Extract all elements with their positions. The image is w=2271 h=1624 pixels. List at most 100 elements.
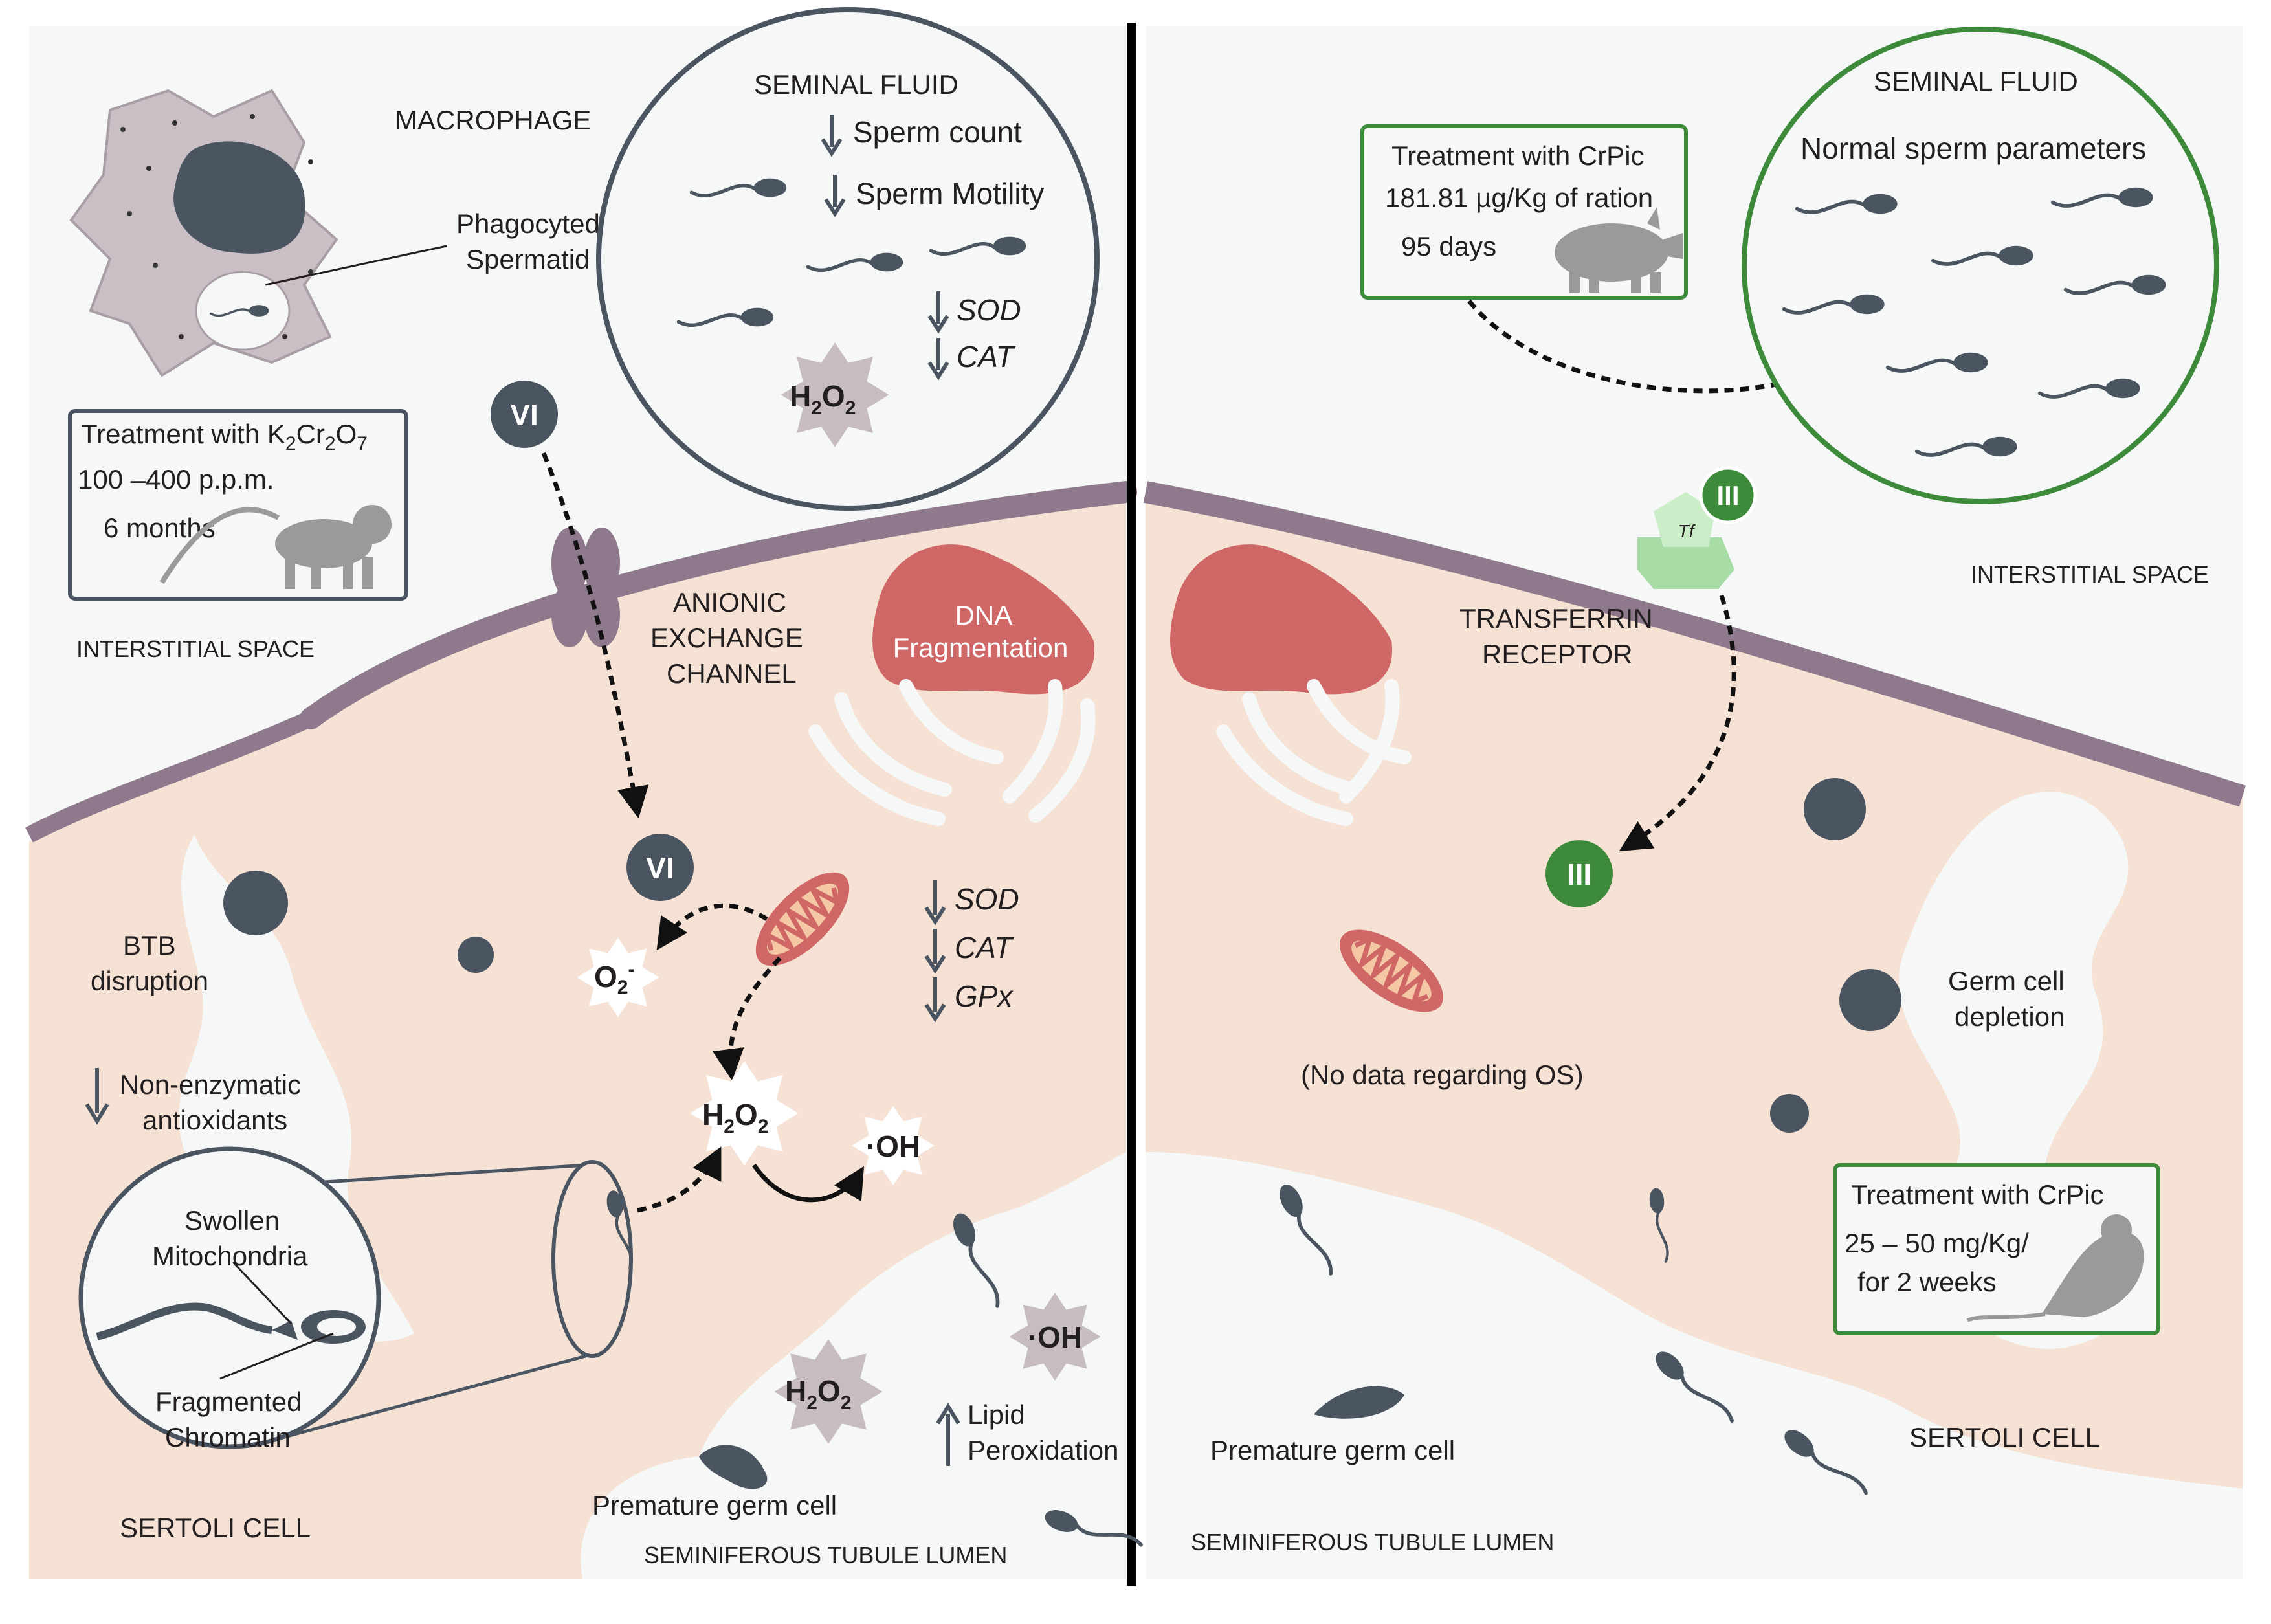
right-seminal-fluid-circle [1742, 27, 2219, 504]
tf-label: Tf [1678, 521, 1696, 541]
rat-treatment-line1: Treatment with CrPic [1851, 1179, 2104, 1210]
pig-treatment-line1: Treatment with CrPic [1391, 140, 1645, 171]
fragmented-pointer [219, 1332, 334, 1380]
zoom-source-ellipse [551, 1160, 633, 1358]
h2o2-center-label: H2O2 [702, 1098, 768, 1137]
k2cr2o7-treatment-line1: Treatment with K2Cr2O7 [81, 419, 368, 454]
anion-channel-label-3: CHANNEL [667, 658, 797, 689]
down-arrow-icon [927, 338, 949, 381]
right-premature-germ-label: Premature germ cell [1210, 1435, 1455, 1465]
down-arrow-icon [821, 115, 843, 157]
rat-icon [1966, 1214, 2144, 1322]
k2cr2o7-duration: 6 months [104, 513, 216, 543]
left-seminal-fluid-circle [596, 7, 1100, 511]
phagocyted-label-2: Spermatid [466, 244, 590, 274]
swollen-label-2: Mitochondria [152, 1241, 308, 1271]
right-nucleus-2 [1839, 969, 1901, 1031]
lumen-h2o2-label: H2O2 [785, 1374, 851, 1414]
right-lumen-label: SEMINIFEROUS TUBULE LUMEN [1191, 1529, 1554, 1555]
chromium-entry-arrow [541, 452, 649, 819]
transferrin-receptor-icon [1637, 492, 1734, 589]
down-arrow-icon [927, 291, 949, 334]
left-interstitial-space-label: INTERSTITIAL SPACE [76, 636, 315, 662]
anion-channel-label-1: ANIONIC [673, 587, 786, 617]
right-endoplasmic-reticulum [1216, 679, 1412, 826]
premature-germ-cell-icon [699, 1445, 768, 1489]
right-seminal-fluid-title: SEMINAL FLUID [1874, 66, 2078, 96]
phagosome [195, 271, 291, 351]
macrophage-label: MACROPHAGE [395, 105, 591, 135]
pig-treatment-line2: 181.81 µg/Kg of ration [1385, 183, 1653, 213]
right-cell-membrane [1143, 481, 2246, 807]
germ-depletion-label-2: depletion [1955, 1001, 2065, 1032]
normal-sperm-label: Normal sperm parameters [1800, 131, 2146, 165]
right-lumen [1146, 1152, 2243, 1579]
chromium-iii-intracellular-label: III [1567, 858, 1591, 891]
nonenzymatic-label-2: antioxidants [142, 1105, 287, 1135]
sperm-motility-label: Sperm Motility [856, 177, 1044, 210]
anion-channel-label-2: EXCHANGE [650, 623, 803, 653]
rat-treatment-line2: 25 – 50 mg/Kg/ [1844, 1228, 2029, 1258]
pig-treatment-line3: 95 days [1401, 231, 1496, 261]
phagocyted-label-1: Phagocyted [456, 208, 600, 239]
swollen-pointer [232, 1261, 293, 1325]
left-endoplasmic-reticulum [808, 679, 1096, 826]
chromium-vi-label: VI [510, 398, 538, 432]
chromium-vi-intracellular-label: VI [646, 851, 674, 885]
down-arrow-icon [924, 880, 946, 926]
phagocyted-pointer [265, 245, 447, 286]
lipid-label-2: Peroxidation [968, 1435, 1118, 1465]
rat-treatment-line3: for 2 weeks [1857, 1267, 1997, 1297]
damaged-sperm-icon [96, 1302, 366, 1344]
down-arrow-icon [924, 929, 946, 974]
right-interstitial-space-label: INTERSTITIAL SPACE [1971, 561, 2209, 588]
receptor-to-cell-arrow [1619, 594, 1736, 852]
down-arrow-icon [824, 175, 846, 217]
superoxide-label: O2- [594, 959, 634, 998]
right-nucleus-3 [1770, 1094, 1809, 1133]
right-sertoli-label: SERTOLI CELL [1909, 1422, 2100, 1452]
left-nucleus [223, 871, 288, 935]
nonenzymatic-label-1: Non-enzymatic [120, 1069, 301, 1100]
chromium-iii-intracellular-badge [1545, 840, 1613, 907]
hydroxyl-label: ·OH [866, 1129, 920, 1163]
inset-circle [78, 1146, 381, 1449]
sperm-to-h2o2-arrow [637, 1146, 722, 1213]
mito-to-superoxide-arrow [656, 903, 768, 951]
germ-depletion-label-1: Germ cell [1948, 966, 2065, 996]
left-dna-fragmentation-nucleus [872, 544, 1095, 695]
pig-icon [1555, 207, 1683, 293]
swollen-label-1: Swollen [184, 1205, 280, 1236]
down-arrow-icon [85, 1068, 109, 1125]
panel-divider [1127, 23, 1136, 1586]
lipid-label-1: Lipid [968, 1399, 1025, 1430]
chromium-iii-receptor-badge [1699, 466, 1757, 524]
left-seminal-fluid-title: SEMINAL FLUID [754, 69, 958, 100]
h2o2-to-hydroxyl-arrow [752, 1164, 865, 1203]
k2cr2o7-dose: 100 –400 p.p.m. [78, 464, 274, 495]
chromium-iii-receptor-label: III [1716, 480, 1739, 511]
fragmented-label-2: Chromatin [165, 1422, 291, 1452]
seminal-sod-label: SOD [957, 293, 1021, 327]
btb-label-2: disruption [91, 966, 208, 996]
transferrin-label-2: RECEPTOR [1482, 639, 1633, 669]
monkey-icon [159, 505, 392, 589]
inset-zoom-cone [284, 1163, 586, 1439]
macrophage-cell [69, 89, 338, 377]
left-premature-germ-label: Premature germ cell [592, 1490, 837, 1520]
cell-gpx-label: GPx [955, 979, 1014, 1013]
mito-to-h2o2-arrow [712, 956, 782, 1081]
chromium-vi-badge [491, 381, 558, 448]
dna-label-2: Fragmentation [893, 632, 1069, 663]
left-lumen-label: SEMINIFEROUS TUBULE LUMEN [644, 1542, 1007, 1568]
fragmented-label-1: Fragmented [155, 1386, 302, 1417]
no-data-label: (No data regarding OS) [1301, 1060, 1584, 1090]
lumen-hydroxyl-label: ·OH [1028, 1320, 1082, 1354]
sperm-count-label: Sperm count [853, 115, 1022, 149]
up-arrow-icon [936, 1403, 960, 1466]
right-nucleus-1 [1804, 778, 1866, 840]
right-nucleus-large [1170, 544, 1393, 695]
dna-label-1: DNA [955, 600, 1013, 630]
chromium-vi-intracellular-badge [626, 834, 694, 901]
